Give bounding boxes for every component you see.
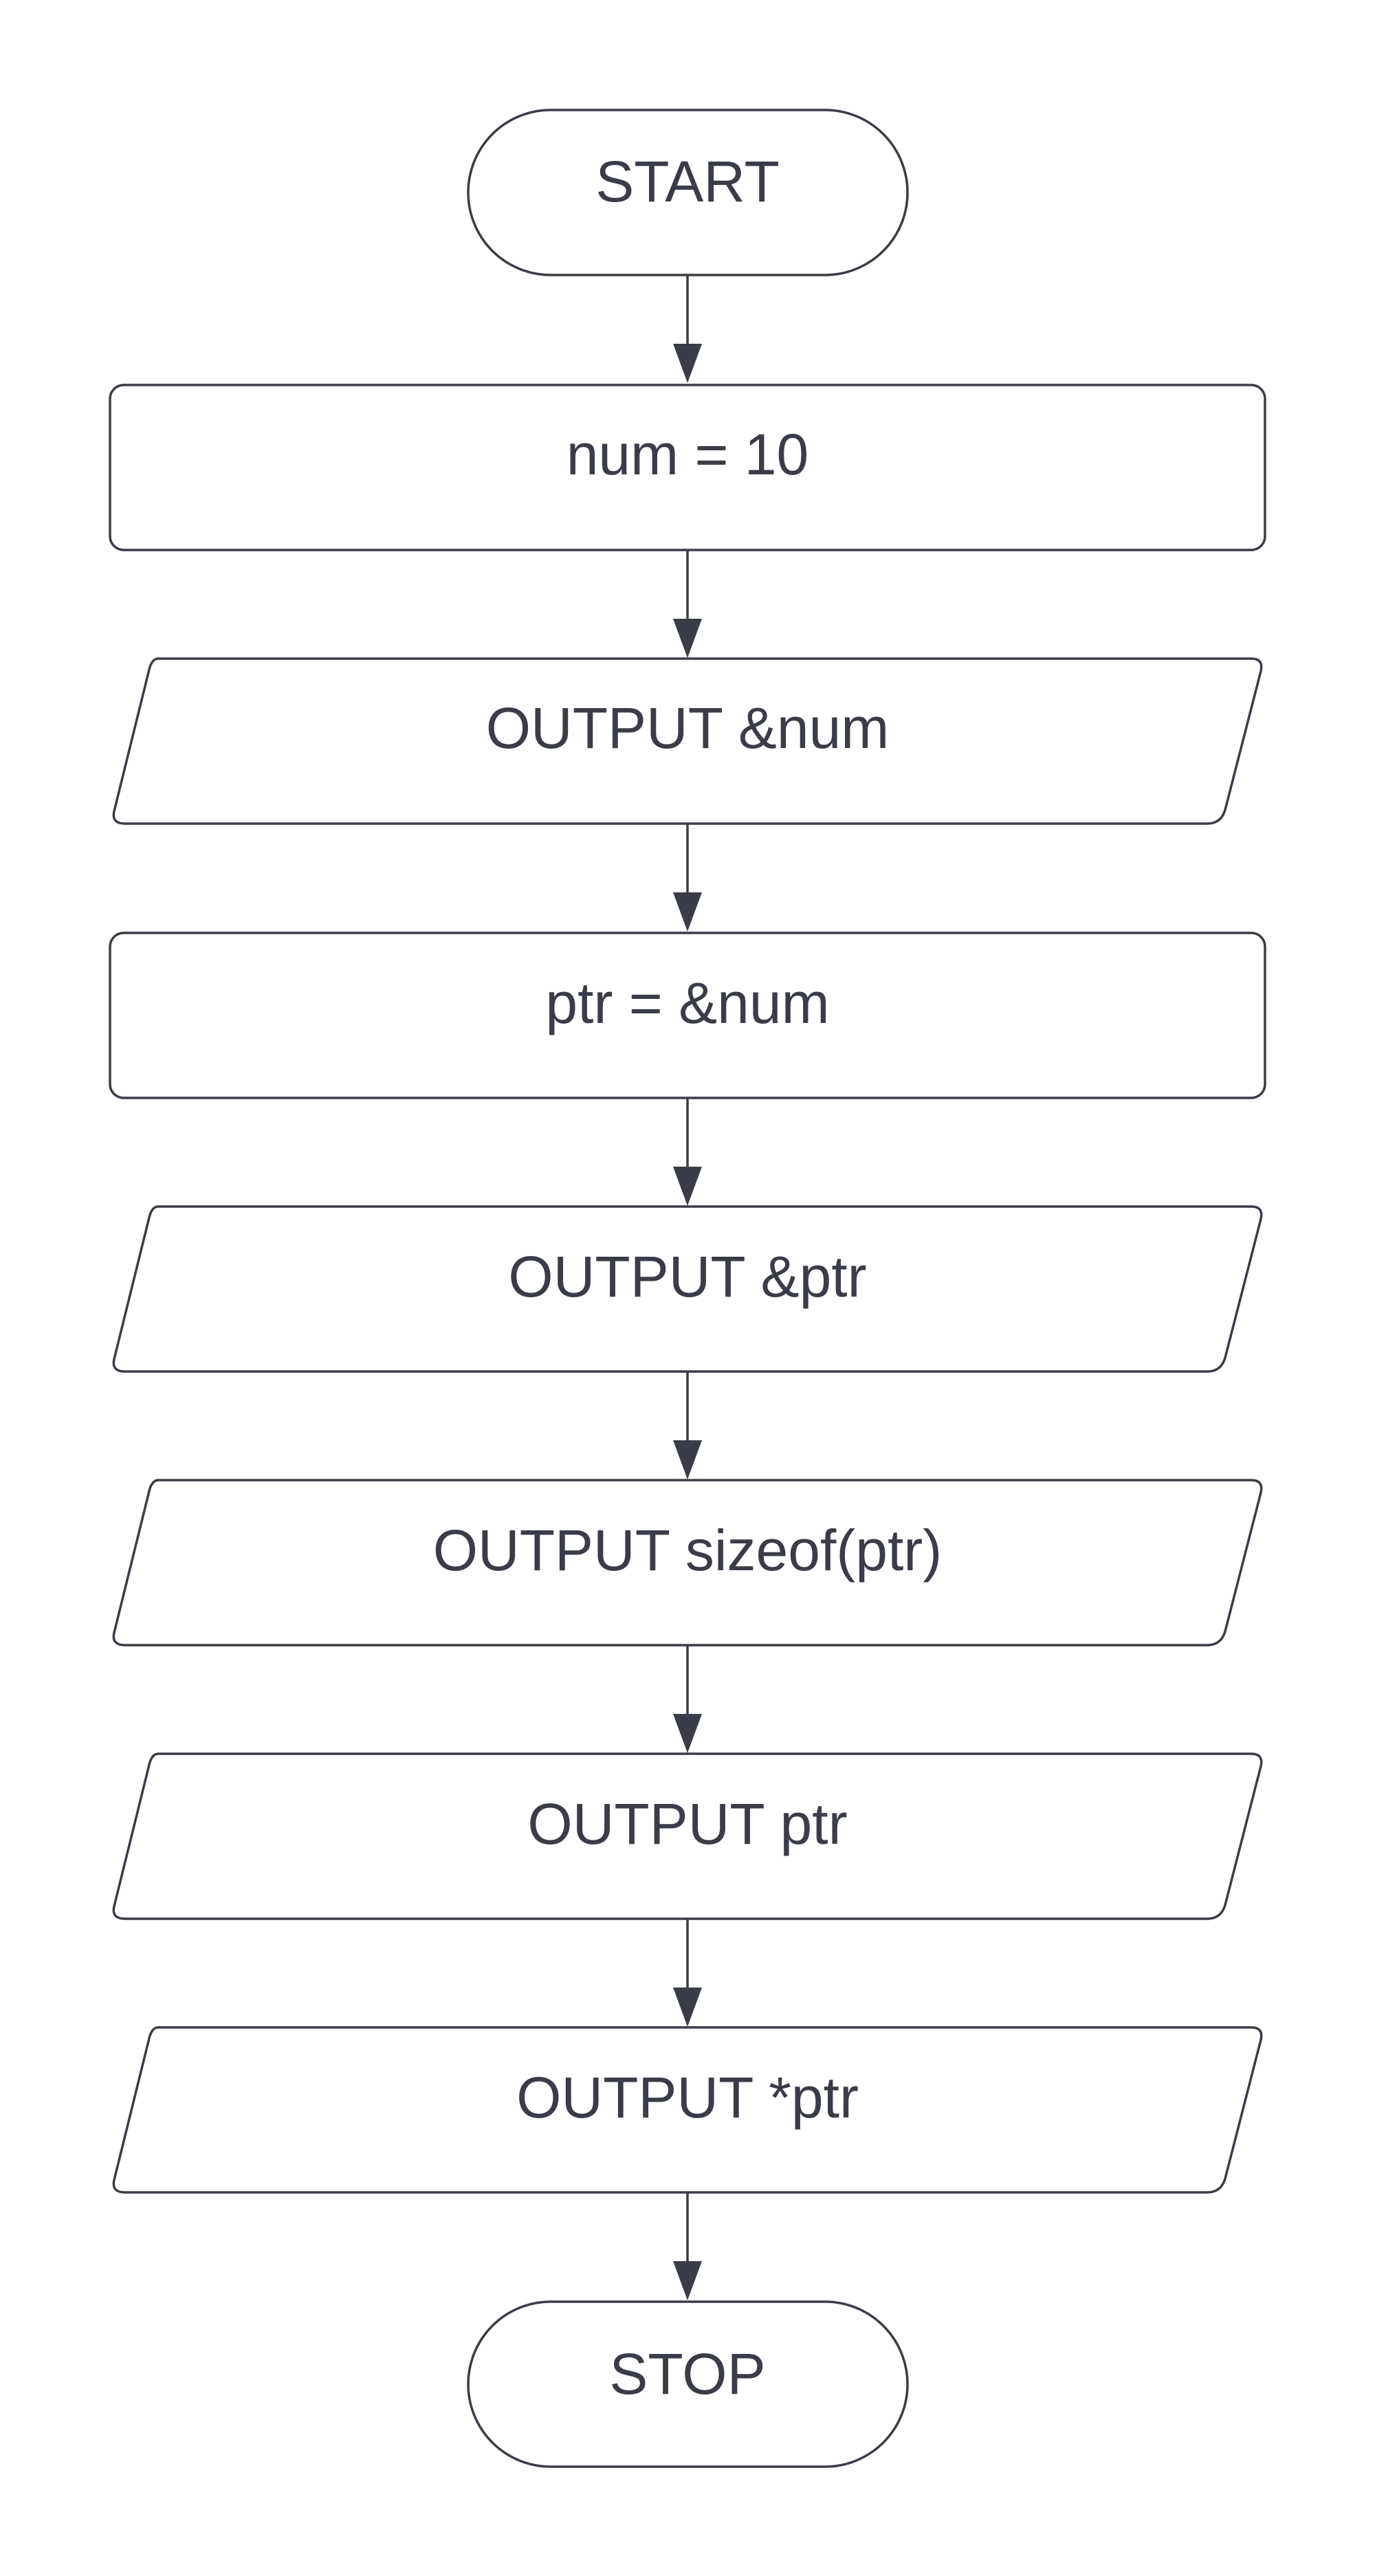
connector-output-sizeof-to-output-ptr — [673, 1645, 702, 1753]
connector-output-deref-to-stop — [673, 2192, 702, 2300]
stop-label: STOP — [609, 2342, 765, 2406]
start-label: START — [595, 149, 780, 214]
stop-terminal: STOP — [467, 2300, 909, 2468]
connector-output-addr-num-to-assign-ptr — [673, 824, 702, 932]
output-ptr-io: OUTPUT ptr — [112, 1752, 1263, 1920]
connector-output-ptr-to-output-deref — [673, 1919, 702, 2027]
output-addr-num-label: OUTPUT &num — [486, 696, 890, 760]
connector-start-to-assign-num — [673, 275, 702, 383]
output-addr-num-io: OUTPUT &num — [112, 657, 1263, 825]
start-terminal: START — [467, 109, 909, 276]
assign-num-process: num = 10 — [109, 384, 1266, 551]
assign-ptr-process: ptr = &num — [109, 932, 1266, 1099]
connector-output-addr-ptr-to-output-sizeof — [673, 1372, 702, 1479]
connectors — [673, 275, 702, 2300]
output-sizeof-ptr-label: OUTPUT sizeof(ptr) — [433, 1518, 943, 1583]
connector-assign-ptr-to-output-addr-ptr — [673, 1098, 702, 1206]
output-addr-ptr-label: OUTPUT &ptr — [508, 1244, 866, 1309]
connector-assign-num-to-output-addr-num — [673, 550, 702, 658]
output-deref-ptr-io: OUTPUT *ptr — [112, 2026, 1263, 2194]
output-sizeof-ptr-io: OUTPUT sizeof(ptr) — [112, 1479, 1263, 1647]
assign-num-label: num = 10 — [566, 422, 809, 487]
output-addr-ptr-io: OUTPUT &ptr — [112, 1205, 1263, 1373]
output-ptr-label: OUTPUT ptr — [527, 1792, 847, 1856]
assign-ptr-label: ptr = &num — [545, 971, 829, 1035]
output-deref-ptr-label: OUTPUT *ptr — [516, 2065, 859, 2130]
